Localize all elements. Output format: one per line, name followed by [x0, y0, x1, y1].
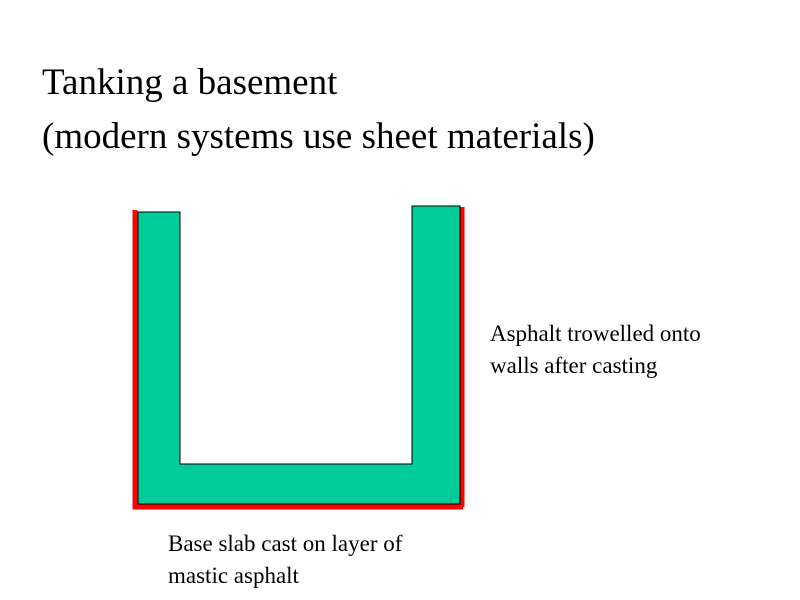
title-line-2: (modern systems use sheet materials) [42, 116, 595, 157]
title-line-1: Tanking a basement [42, 62, 338, 103]
concrete-basement-section [137, 205, 461, 505]
asphalt-layer-left-and-base [132, 210, 463, 510]
slab-label-line-2: mastic asphalt [168, 563, 299, 588]
walls-label-line-1: Asphalt trowelled onto [490, 321, 701, 346]
walls-label-line-2: walls after casting [490, 353, 658, 378]
base-slab-label: Base slab cast on layer of mastic asphal… [168, 528, 402, 592]
walls-asphalt-label: Asphalt trowelled onto walls after casti… [490, 318, 701, 382]
slide-title: Tanking a basement (modern systems use s… [42, 56, 595, 164]
slab-label-line-1: Base slab cast on layer of [168, 531, 403, 556]
